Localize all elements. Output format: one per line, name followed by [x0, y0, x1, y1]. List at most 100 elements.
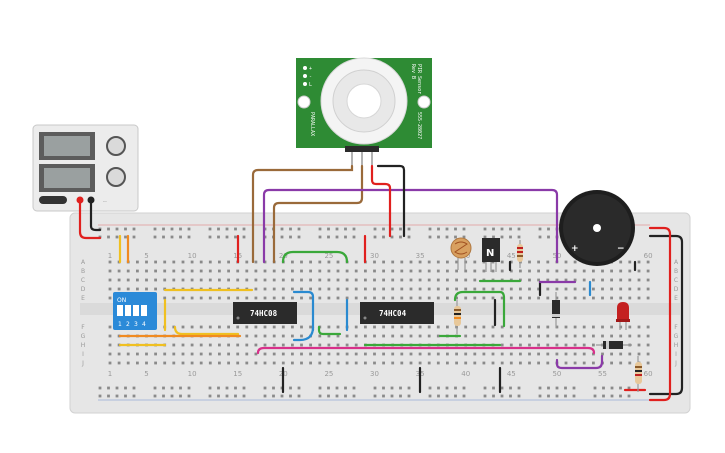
breadboard-hole — [546, 352, 550, 356]
breadboard-hole — [446, 287, 449, 291]
breadboard-hole — [391, 260, 395, 264]
breadboard-hole — [327, 352, 331, 356]
breadboard-hole — [492, 227, 495, 231]
breadboard-hole — [218, 296, 221, 300]
breadboard-hole — [218, 361, 221, 365]
breadboard-hole — [373, 334, 376, 338]
breadboard-hole — [190, 352, 194, 356]
breadboard-hole — [446, 352, 449, 356]
breadboard-hole — [407, 386, 411, 390]
breadboard-hole — [619, 260, 623, 264]
breadboard-hole — [509, 269, 513, 273]
breadboard-hole — [263, 287, 267, 291]
diode — [596, 341, 632, 349]
breadboard-hole — [610, 269, 613, 273]
breadboard-hole — [538, 386, 542, 390]
breadboard-hole — [437, 386, 440, 390]
breadboard-hole — [446, 325, 449, 329]
breadboard-hole — [482, 334, 486, 338]
breadboard-hole — [482, 287, 486, 291]
breadboard-hole — [409, 269, 413, 273]
row-label: B — [81, 268, 85, 275]
breadboard-hole — [619, 278, 623, 282]
breadboard-hole — [291, 325, 294, 329]
breadboard-hole — [407, 394, 411, 398]
row-label: I — [82, 351, 84, 358]
breadboard-hole — [272, 325, 276, 329]
breadboard-hole — [234, 235, 237, 239]
wire-brown — [251, 164, 354, 264]
breadboard-hole — [254, 278, 258, 282]
breadboard-hole — [500, 269, 504, 273]
breadboard-hole — [391, 325, 395, 329]
row-label: C — [674, 277, 678, 284]
breadboard-hole — [345, 278, 349, 282]
breadboard-hole — [309, 343, 312, 347]
breadboard-hole — [500, 296, 504, 300]
breadboard-hole — [455, 361, 458, 365]
breadboard-hole — [280, 227, 284, 231]
breadboard-hole — [564, 325, 568, 329]
breadboard-hole — [546, 287, 550, 291]
breadboard-hole — [263, 278, 267, 282]
breadboard-hole — [390, 227, 394, 231]
breadboard-hole — [628, 334, 632, 338]
breadboard-hole — [464, 325, 468, 329]
breadboard-hole — [509, 386, 512, 390]
breadboard-hole — [107, 235, 110, 239]
breadboard-hole — [199, 296, 203, 300]
breadboard-hole — [190, 343, 194, 347]
dip-on-label: ON — [117, 297, 126, 304]
breadboard-hole — [427, 278, 431, 282]
breadboard-hole — [500, 227, 504, 231]
breadboard-hole — [309, 278, 312, 282]
row-label: G — [674, 333, 679, 340]
breadboard-hole — [473, 361, 477, 365]
breadboard-hole — [409, 361, 413, 365]
breadboard-hole — [482, 352, 486, 356]
breadboard-hole — [473, 325, 477, 329]
breadboard-hole — [300, 352, 303, 356]
breadboard-hole — [610, 394, 614, 398]
breadboard-hole — [409, 352, 413, 356]
breadboard-hole — [318, 260, 322, 264]
dip-num-1: 1 — [118, 321, 122, 328]
breadboard-hole — [555, 287, 559, 291]
breadboard-hole — [455, 352, 458, 356]
breadboard-hole — [537, 352, 540, 356]
breadboard-hole — [646, 269, 650, 273]
breadboard-hole — [592, 287, 595, 291]
breadboard-hole — [436, 269, 440, 273]
breadboard-hole — [218, 343, 221, 347]
breadboard-hole — [627, 394, 631, 398]
breadboard-hole — [289, 386, 292, 390]
breadboard-hole — [382, 386, 385, 390]
breadboard-hole — [418, 296, 422, 300]
breadboard-hole — [242, 394, 246, 398]
breadboard-hole — [190, 361, 194, 365]
pir-title: PIR Sensor — [416, 64, 422, 94]
breadboard-hole — [136, 269, 139, 273]
breadboard-hole — [610, 278, 613, 282]
breadboard-hole — [610, 386, 614, 390]
breadboard-hole — [115, 235, 119, 239]
breadboard-hole — [628, 260, 632, 264]
wire-red — [370, 164, 392, 238]
breadboard-hole — [619, 269, 623, 273]
breadboard-hole — [132, 227, 136, 231]
dip-num-3: 3 — [134, 321, 138, 328]
breadboard-hole — [272, 386, 275, 390]
breadboard-hole — [327, 334, 331, 338]
breadboard-hole — [400, 334, 404, 338]
breadboard-hole — [409, 260, 413, 264]
resistor — [454, 300, 461, 334]
breadboard-hole — [509, 325, 513, 329]
breadboard-hole — [446, 296, 449, 300]
breadboard-hole — [491, 361, 495, 365]
breadboard-hole — [601, 334, 604, 338]
breadboard-hole — [602, 386, 605, 390]
breadboard-hole — [482, 296, 486, 300]
breadboard-hole — [354, 343, 358, 347]
breadboard-hole — [145, 260, 148, 264]
